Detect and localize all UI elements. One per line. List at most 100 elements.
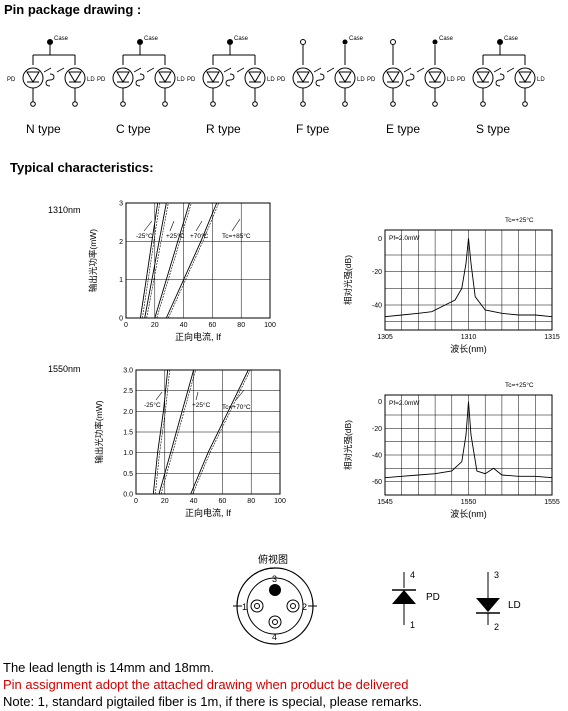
laser-diode-icon (244, 67, 266, 89)
case-label: Case (54, 36, 69, 42)
annotation-1: +25°C (192, 401, 211, 409)
annotation-1: +25°C (166, 232, 185, 240)
plot-frame (125, 202, 271, 319)
case-terminal-icon (137, 39, 143, 45)
annotation-leader (155, 391, 163, 401)
series-line-3 (165, 202, 218, 319)
x-tick-label: 1550 (461, 499, 477, 506)
x-axis-label: 波长(nm) (450, 343, 487, 354)
pin-package-title: Pin package drawing : (4, 2, 142, 17)
pin-type-label: C type (116, 122, 151, 136)
y-tick-label: -60 (372, 479, 382, 486)
x-tick-label: 0 (124, 322, 128, 329)
photodiode-icon (382, 67, 404, 89)
series-line-0 (152, 369, 169, 495)
y-tick-label: 3.0 (123, 368, 133, 375)
y-tick-label: 0.0 (123, 492, 133, 499)
annotation-2: +70°C (190, 232, 209, 240)
series-line-0-b (142, 202, 160, 319)
annotation-leader (195, 391, 199, 401)
lead-terminal-icon (120, 101, 126, 107)
case-terminal-icon (342, 39, 348, 45)
case-terminal-icon (432, 39, 438, 45)
note-pigtail-fiber: Note: 1, standard pigtailed fiber is 1m,… (3, 694, 423, 709)
y-axis-label: 输出光功率(mW) (94, 400, 104, 463)
note-lead-length: The lead length is 14mm and 18mm. (3, 660, 214, 675)
ld-label: LD (508, 600, 521, 611)
top-view-pin-2: 2 (302, 602, 307, 612)
plot-frame (384, 229, 553, 331)
pin-type-label: F type (296, 122, 330, 136)
annotation-leader (235, 389, 245, 401)
y-axis-label: 相对光强(dB) (343, 255, 353, 305)
annotation-leader (143, 220, 153, 232)
photodiode-icon (292, 67, 314, 89)
case-label: Case (144, 36, 159, 42)
photodiode-icon (112, 67, 134, 89)
x-tick-label: 20 (161, 498, 169, 505)
lead-terminal-icon (30, 101, 36, 107)
y-tick-label: 3 (119, 201, 123, 208)
pd-label: PD (97, 77, 106, 83)
photodiode-icon (472, 67, 494, 89)
lead-terminal-icon (252, 101, 258, 107)
annotation-0: Pf=2.0mW (389, 235, 420, 242)
lead-terminal-icon (522, 101, 528, 107)
case-label: Case (234, 36, 249, 42)
annotation-1: Tc=+25°C (505, 216, 534, 224)
laser-diode-icon (334, 67, 356, 89)
pd-pin-top: 4 (410, 570, 415, 580)
y-tick-label: -20 (372, 426, 382, 433)
ld-diode-icon (476, 598, 500, 612)
case-terminal-icon (300, 39, 306, 45)
series-line-2-b (156, 202, 192, 319)
series-line-2-b (192, 369, 251, 495)
x-tick-label: 100 (264, 322, 276, 329)
series-line-0 (384, 238, 553, 318)
x-tick-label: 1555 (544, 499, 560, 506)
case-terminal-icon (47, 39, 53, 45)
typical-characteristics-title: Typical characteristics: (10, 160, 154, 175)
y-axis-label: 输出光功率(mW) (88, 229, 98, 292)
x-tick-label: 1545 (377, 499, 393, 506)
series-line-0 (139, 202, 159, 319)
x-tick-label: 80 (247, 498, 255, 505)
x-axis-label: 正向电流, If (185, 507, 232, 518)
x-tick-label: 40 (190, 498, 198, 505)
y-tick-label: 2.5 (123, 388, 133, 395)
top-view-pin-1: 1 (242, 602, 247, 612)
photodiode-icon (22, 67, 44, 89)
y-axis-label: 相对光强(dB) (343, 420, 353, 470)
x-tick-label: 60 (209, 322, 217, 329)
y-tick-label: 0.5 (123, 471, 133, 478)
pin-type-label: E type (386, 122, 420, 136)
photodiode-icon (202, 67, 224, 89)
pd-diode-icon (392, 590, 416, 604)
pin-3-dot (269, 584, 281, 596)
chart-title: 1310nm (48, 205, 81, 215)
top-view-drawing: 3 1 2 4 (233, 567, 317, 645)
y-tick-label: -20 (372, 269, 382, 276)
lead-terminal-icon (162, 101, 168, 107)
case-terminal-icon (227, 39, 233, 45)
y-tick-label: 0 (119, 316, 123, 323)
ld-label: LD (267, 77, 275, 83)
case-terminal-icon (390, 39, 396, 45)
ld-label: LD (87, 77, 95, 83)
y-tick-label: 0 (378, 236, 382, 243)
y-tick-label: 2.0 (123, 409, 133, 416)
series-line-3-b (168, 202, 219, 319)
annotation-0: -25°C (144, 401, 161, 409)
laser-diode-icon (154, 67, 176, 89)
series-line-1-b (146, 202, 169, 319)
